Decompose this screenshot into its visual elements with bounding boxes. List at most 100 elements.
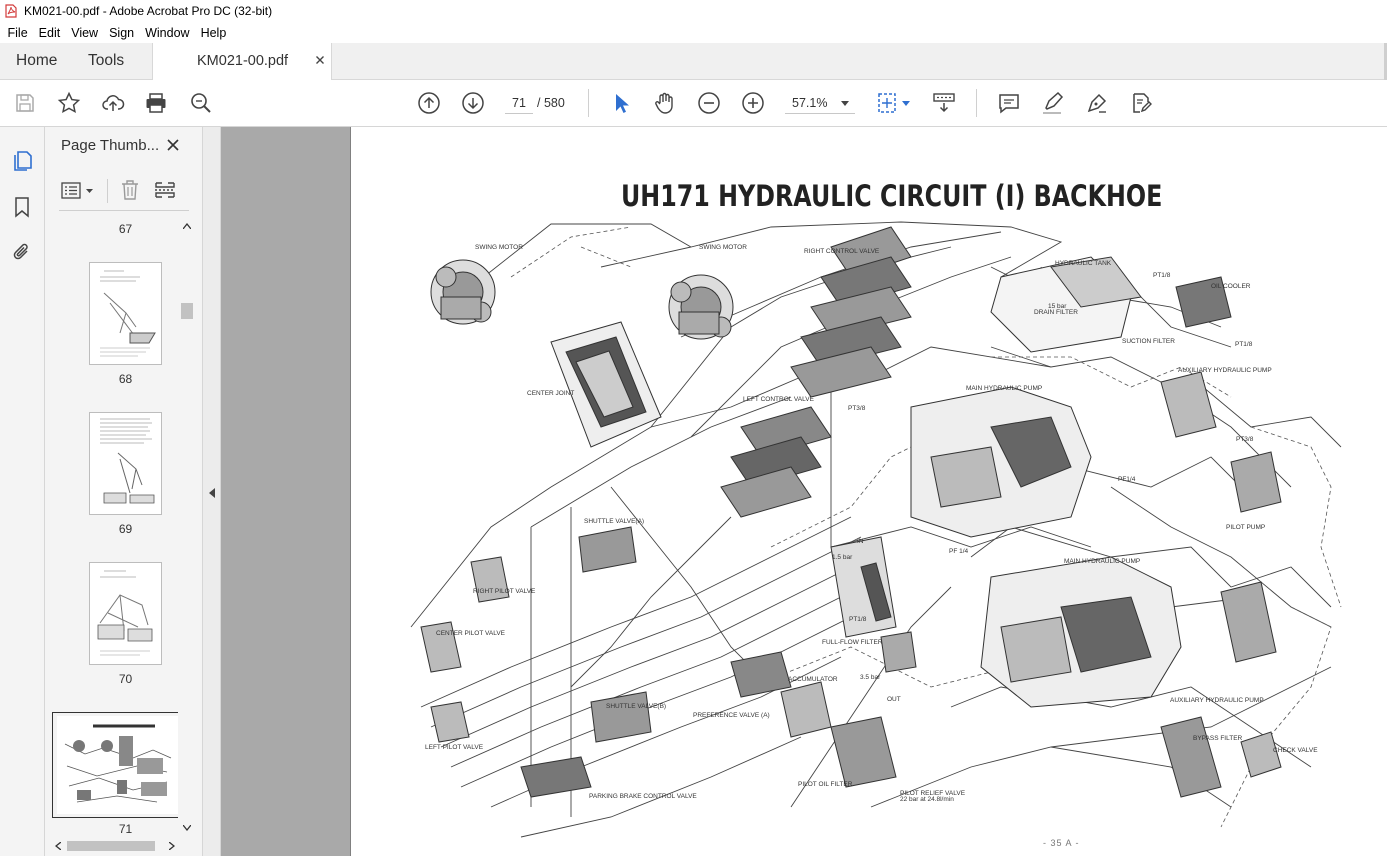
panel-tool-divider [107, 179, 108, 203]
thumbnail-image [97, 570, 153, 656]
next-page-button[interactable] [461, 91, 485, 115]
bookmarks-button[interactable] [10, 195, 34, 219]
minus-circle-icon [698, 92, 720, 114]
menu-sign[interactable]: Sign [109, 25, 135, 40]
upload-button[interactable] [101, 91, 125, 115]
close-icon[interactable] [313, 53, 327, 67]
thumbnail-page-70[interactable] [89, 562, 162, 665]
diagram-label: SWING MOTOR [699, 244, 747, 251]
menu-view[interactable]: View [71, 25, 99, 40]
pdf-page[interactable]: UH171 HYDRAULIC CIRCUIT (I) BACKHOE [350, 127, 1387, 856]
edit-document-icon [1133, 93, 1152, 113]
menu-bar: File Edit View Sign Window Help [0, 22, 1387, 43]
diagram-label: PREFERENCE VALVE (A) [693, 712, 770, 719]
zoom-out-button[interactable] [697, 91, 721, 115]
diagram-label: PILOT RELIEF VALVE [900, 790, 966, 797]
diagram-label: PILOT OIL FILTER [798, 781, 853, 788]
hand-tool-button[interactable] [653, 91, 677, 115]
previous-page-button[interactable] [417, 91, 441, 115]
highlighter-pen-icon [1043, 91, 1064, 114]
collapse-panel-icon[interactable] [208, 488, 215, 498]
thumbnail-label: 68 [118, 372, 133, 386]
menu-window[interactable]: Window [145, 25, 190, 40]
thumbnail-list[interactable]: 67 68 69 70 [45, 217, 178, 833]
menu-edit[interactable]: Edit [38, 25, 61, 40]
window-title: KM021-00.pdf - Adobe Acrobat Pro DC (32-… [24, 4, 273, 18]
page-number-input[interactable]: 71 [505, 92, 533, 114]
diagram-label: SHUTTLE VALVE(B) [606, 703, 667, 710]
bookmark-star-button[interactable] [57, 91, 81, 115]
thumbnail-image [100, 418, 155, 504]
thumbnail-vertical-scrollbar[interactable] [179, 217, 195, 837]
chevron-down-icon[interactable] [183, 825, 191, 831]
page-total: / 580 [537, 96, 565, 110]
diagram-label: DRAIN FILTER [1034, 309, 1078, 316]
edit-pdf-button[interactable] [1129, 91, 1153, 115]
fit-page-icon [878, 93, 896, 113]
thumbnail-label: 71 [118, 822, 133, 833]
window-edge [1384, 43, 1387, 80]
thumbnail-page-68[interactable] [89, 262, 162, 365]
scrollbar-thumb[interactable] [181, 303, 193, 319]
thumbnail-page-69[interactable] [89, 412, 162, 515]
scrollbar-thumb[interactable] [67, 841, 155, 851]
menu-help[interactable]: Help [200, 25, 227, 40]
zoom-search-button[interactable] [189, 91, 213, 115]
diagram-label: PILOT PUMP [1226, 524, 1266, 531]
highlight-button[interactable] [1041, 91, 1065, 115]
fit-page-button[interactable] [876, 91, 900, 115]
thumbnail-page-71[interactable] [57, 716, 178, 814]
diagram-label: CENTER PILOT VALVE [436, 630, 505, 637]
chevron-right-icon[interactable] [169, 842, 175, 850]
diagram-label: CHECK VALVE [1273, 747, 1318, 754]
diagram-label: AUXILIARY HYDRAULIC PUMP [1178, 367, 1272, 374]
diagram-label: MAIN HYDRAULIC PUMP [1064, 558, 1141, 565]
cloud-upload-icon [102, 95, 125, 111]
diagram-label: PT1/8 [1235, 341, 1253, 348]
tab-tools[interactable]: Tools [88, 52, 125, 69]
chevron-down-icon[interactable] [902, 101, 910, 106]
tab-document[interactable]: KM021-00.pdf [152, 43, 332, 80]
comment-icon [999, 94, 1019, 114]
chevron-up-icon[interactable] [183, 223, 191, 229]
hydraulic-circuit-diagram [410, 221, 1342, 838]
close-icon[interactable] [166, 138, 180, 152]
diagram-label: ACCUMULATOR [788, 676, 838, 683]
menu-file[interactable]: File [7, 25, 28, 40]
diagram-label: OIL COOLER [1211, 283, 1251, 290]
print-button[interactable] [144, 91, 168, 115]
zoom-value: 57.1% [792, 96, 828, 110]
trash-icon[interactable] [120, 179, 140, 201]
diagram-label: PF 1/4 [949, 548, 969, 555]
page-thumbnails-button[interactable] [10, 149, 34, 173]
attachments-button[interactable] [10, 240, 34, 264]
diagram-label: SUCTION FILTER [1122, 338, 1175, 345]
diagram-label: IN [857, 538, 864, 545]
thumbnail-horizontal-scrollbar[interactable] [53, 838, 183, 854]
page-thumbnails-panel: Page Thumb... 67 68 [45, 127, 202, 856]
select-tool-button[interactable] [609, 91, 633, 115]
scrolling-mode-button[interactable] [932, 91, 956, 115]
diagram-label: LEFT PILOT VALVE [425, 744, 484, 751]
chevron-left-icon[interactable] [55, 842, 61, 850]
plus-circle-icon [742, 92, 764, 114]
zoom-in-button[interactable] [741, 91, 765, 115]
document-view[interactable]: UH171 HYDRAULIC CIRCUIT (I) BACKHOE [221, 127, 1387, 856]
zoom-select[interactable]: 57.1% [785, 92, 855, 114]
tab-home[interactable]: Home [16, 52, 58, 69]
fill-sign-button[interactable] [1085, 91, 1109, 115]
bookmark-icon [15, 197, 29, 218]
diagram-label: BYPASS FILTER [1193, 735, 1243, 742]
page-split-icon[interactable] [154, 179, 176, 201]
left-rail [0, 127, 45, 856]
save-button[interactable] [13, 91, 37, 115]
thumbnail-label: 69 [118, 522, 133, 536]
diagram-label: LEFT CONTROL VALVE [743, 396, 814, 403]
diagram-label: AUXILIARY HYDRAULIC PUMP [1170, 697, 1264, 704]
diagram-label: PF1/4 [1118, 476, 1136, 483]
arrow-up-circle-icon [418, 92, 440, 114]
panel-splitter[interactable] [202, 127, 221, 856]
thumbnail-options-icon[interactable] [61, 181, 95, 201]
diagram-label: SWING MOTOR [475, 244, 523, 251]
comment-button[interactable] [997, 91, 1021, 115]
